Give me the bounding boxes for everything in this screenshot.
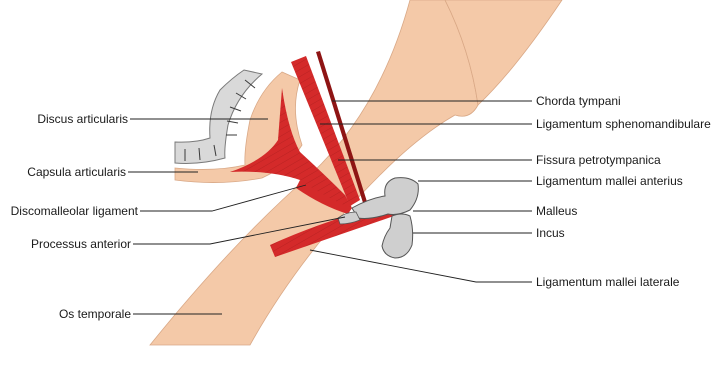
label-malleus: Malleus — [536, 204, 577, 218]
label-discomalleolar-ligament: Discomalleolar ligament — [0, 204, 138, 218]
label-incus: Incus — [536, 226, 565, 240]
label-chorda-tympani: Chorda tympani — [536, 94, 621, 108]
label-ligamentum-mallei-anterius: Ligamentum mallei anterius — [536, 174, 683, 188]
label-processus-anterior: Processus anterior — [0, 237, 131, 251]
label-ligamentum-sphenomandibulare: Ligamentum sphenomandibulare — [536, 117, 711, 131]
incus-shape — [382, 214, 413, 258]
label-fissura-petrotympanica: Fissura petrotympanica — [536, 153, 661, 167]
label-discus-articularis: Discus articularis — [0, 112, 128, 126]
label-os-temporale: Os temporale — [0, 307, 131, 321]
label-ligamentum-mallei-laterale: Ligamentum mallei laterale — [536, 275, 679, 289]
label-capsula-articularis: Capsula articularis — [0, 165, 126, 179]
